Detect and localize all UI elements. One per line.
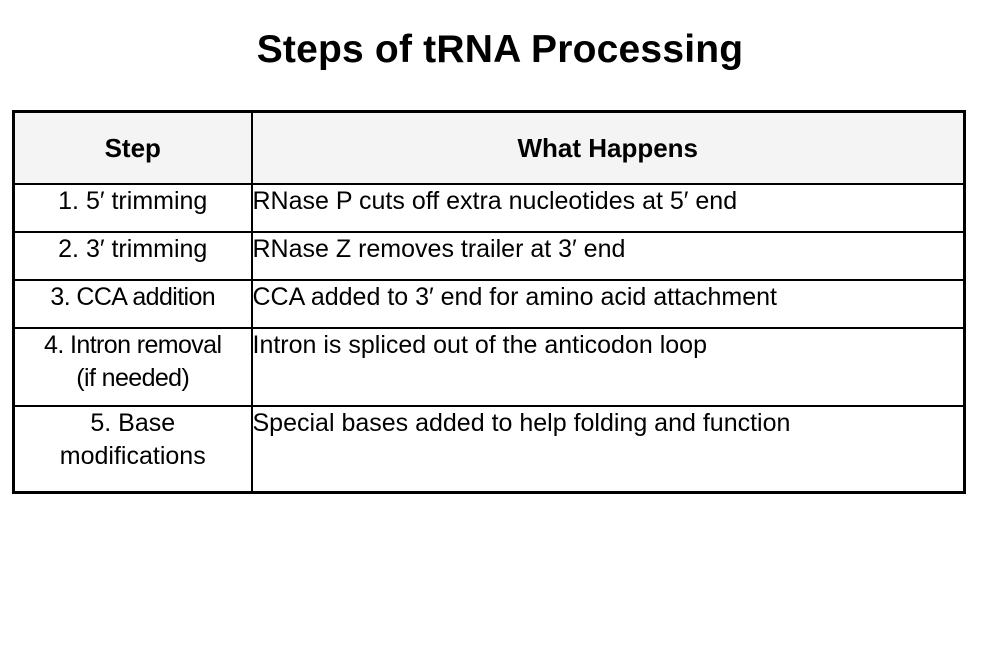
cell-step-4: 4. Intron removal (if needed) <box>12 327 253 407</box>
table-row: 1. 5′ trimming RNase P cuts off extra nu… <box>12 183 966 233</box>
table-row: 5. Base modifications Special bases adde… <box>12 405 966 494</box>
cell-what-2: RNase Z removes trailer at 3′ end <box>250 231 966 281</box>
cell-step-5: 5. Base modifications <box>12 405 253 494</box>
steps-table-container: Step What Happens 1. 5′ trimming RNase P… <box>12 110 966 494</box>
cell-step-3: 3. CCA addition <box>12 279 253 329</box>
cell-what-1: RNase P cuts off extra nucleotides at 5′… <box>250 183 966 233</box>
page-title: Steps of tRNA Processing <box>256 28 744 71</box>
table-row: 4. Intron removal (if needed) Intron is … <box>12 327 966 407</box>
cell-what-4: Intron is spliced out of the anticodon l… <box>250 327 966 407</box>
cell-step-1: 1. 5′ trimming <box>12 183 253 233</box>
column-header-step: Step <box>12 110 253 185</box>
cell-what-5: Special bases added to help folding and … <box>250 405 966 494</box>
table-header-row: Step What Happens <box>12 110 966 185</box>
cell-what-3: CCA added to 3′ end for amino acid attac… <box>250 279 966 329</box>
column-header-what-happens: What Happens <box>250 110 966 185</box>
table-row: 2. 3′ trimming RNase Z removes trailer a… <box>12 231 966 281</box>
cell-step-2: 2. 3′ trimming <box>12 231 253 281</box>
table-row: 3. CCA addition CCA added to 3′ end for … <box>12 279 966 329</box>
steps-table: Step What Happens 1. 5′ trimming RNase P… <box>12 110 966 494</box>
